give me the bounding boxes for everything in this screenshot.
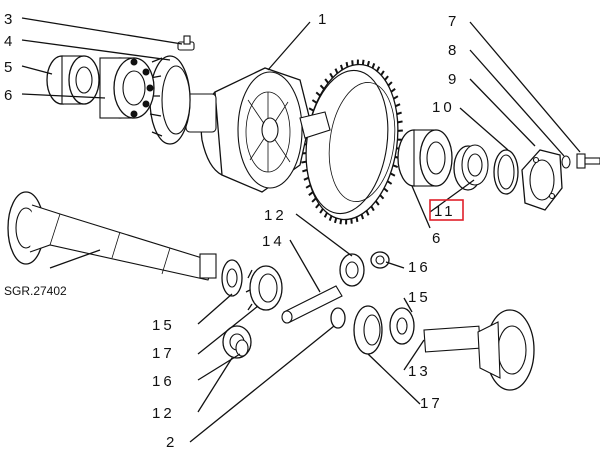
callout-17-left: 17 [152, 345, 175, 362]
ring-gear-tooth [324, 78, 329, 84]
ring-gear-tooth [339, 219, 343, 225]
ring-gear-tooth [303, 176, 309, 181]
ring-gear-tooth [308, 107, 314, 112]
side-gear-left [245, 265, 283, 311]
ring-gear-tooth [361, 59, 365, 65]
pinion-gear-right [339, 253, 365, 287]
ring-gear-tooth [379, 194, 385, 200]
right-bearing [397, 129, 453, 187]
callout-1: 1 [318, 11, 329, 28]
left-axle-shaft [7, 191, 217, 281]
left-seal [46, 55, 100, 105]
pinion-washer-left [235, 339, 249, 357]
ring-gear-tooth [380, 70, 385, 76]
ring-gear-tooth [395, 103, 401, 108]
ring-gear [301, 59, 403, 225]
callout-16-left: 16 [152, 373, 175, 390]
ring-gear-tooth [375, 200, 380, 206]
leader-lines [21, 17, 581, 443]
ring-gear-tooth [392, 164, 399, 169]
ring-gear-tooth [371, 63, 376, 69]
bearing-cage [149, 55, 191, 145]
callout-11: 11 [434, 203, 456, 220]
highlight-box [429, 199, 464, 221]
reference-code: SGR.27402 [4, 284, 67, 298]
o-ring [493, 149, 519, 195]
ring-gear-tooth [397, 120, 403, 124]
thrust-washer-left [221, 259, 243, 297]
callout-12-bottom: 12 [152, 405, 175, 422]
ring-gear-tooth [319, 208, 324, 214]
ring-gear-tooth [311, 197, 317, 203]
callout-7: 7 [448, 13, 459, 30]
ring-gear-tooth [328, 215, 333, 221]
ring-gear-tooth [355, 216, 359, 223]
left-bearing [99, 57, 155, 119]
ring-gear-tooth [329, 72, 334, 79]
callout-12-top: 12 [264, 207, 287, 224]
ring-gear-tooth [305, 184, 311, 189]
ring-gear-tooth [315, 203, 320, 209]
callout-6-right: 6 [432, 230, 443, 247]
ring-gear-tooth [387, 81, 393, 87]
callout-8: 8 [448, 42, 459, 59]
callout-16-right: 16 [408, 259, 431, 276]
callout-15-right: 15 [408, 289, 431, 306]
bolt [177, 35, 195, 51]
ring-gear-tooth [339, 64, 344, 70]
ring-gear-tooth [319, 84, 325, 90]
pinion-shaft [281, 285, 343, 324]
bearing-flange [521, 149, 563, 211]
callout-6-left: 6 [4, 87, 15, 104]
ring-gear-tooth [384, 75, 389, 81]
washer-and-bolt [561, 153, 600, 169]
callout-17-right: 17 [420, 395, 443, 412]
ring-gear-tooth [308, 191, 314, 196]
ring-gear-tooth [396, 111, 402, 116]
ring-gear-tooth [366, 60, 370, 67]
ring-gear-tooth [393, 95, 399, 100]
ring-gear-tooth [323, 212, 328, 218]
callout-14: 14 [262, 233, 285, 250]
callout-5: 5 [4, 59, 15, 76]
side-gear-right [353, 305, 383, 355]
seal-ring [453, 144, 489, 191]
right-axle-shaft [423, 309, 535, 391]
ring-gear-tooth [345, 61, 349, 68]
callout-2: 2 [166, 434, 177, 450]
callout-9: 9 [448, 71, 459, 88]
ring-gear-tooth [376, 66, 381, 72]
ring-gear-tooth [365, 210, 370, 216]
ring-gear-tooth [390, 172, 396, 177]
differential-case [185, 67, 331, 193]
callout-10: 10 [432, 99, 455, 116]
thrust-washer-right [389, 307, 415, 345]
ring-gear-tooth [334, 217, 338, 224]
ring-gear-tooth [383, 187, 389, 193]
ring-gear-tooth [315, 91, 321, 97]
ring-gear-tooth [370, 205, 375, 212]
callout-13: 13 [408, 363, 431, 380]
ring-gear-tooth [301, 160, 307, 164]
ring-gear-tooth [386, 180, 393, 185]
ring-gear-tooth [390, 88, 396, 93]
callout-labels: 3 4 5 6 1 7 8 9 10 11 6 12 14 16 15 15 1… [4, 11, 464, 450]
ring-gear-tooth [311, 99, 318, 104]
snap-ring [330, 307, 346, 329]
ring-gear-tooth [302, 168, 308, 173]
callout-15-left: 15 [152, 317, 175, 334]
ring-gear-tooth [334, 68, 339, 74]
ring-gear-tooth [360, 214, 365, 220]
pinion-washer-right [370, 251, 390, 269]
callout-3: 3 [4, 11, 15, 28]
callout-4: 4 [4, 33, 15, 50]
